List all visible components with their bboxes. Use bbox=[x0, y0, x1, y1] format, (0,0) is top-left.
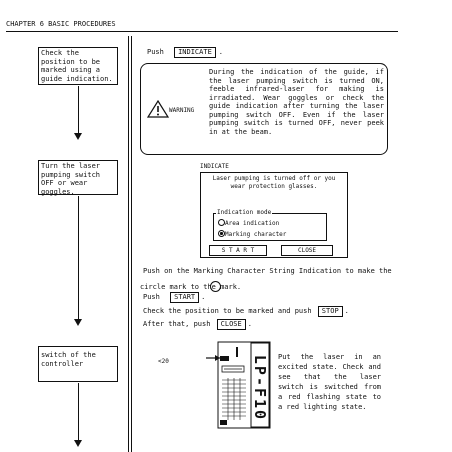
push-start-line: Push START. bbox=[143, 292, 206, 303]
step-box-laser-off: Turn the laser pumping switch OFF or wea… bbox=[38, 160, 118, 196]
flow-line bbox=[78, 383, 79, 441]
warning-icon bbox=[146, 99, 170, 122]
push-stop-line: Check the position to be marked and push… bbox=[143, 306, 349, 317]
column-divider bbox=[128, 36, 129, 452]
dialog-close-button[interactable]: CLOSE bbox=[281, 245, 333, 256]
step3-description: Put the laser in an excited state. Check… bbox=[278, 353, 381, 411]
device-text: LP-F10 bbox=[251, 354, 269, 422]
indication-mode-group: Indication mode Area indication Marking … bbox=[213, 209, 327, 241]
controller-device-figure: LP-F10 bbox=[206, 340, 278, 436]
dialog-start-button[interactable]: S T A R T bbox=[209, 245, 267, 256]
column-divider-inner bbox=[131, 36, 132, 452]
arrow-down-icon bbox=[74, 319, 82, 326]
start-button[interactable]: START bbox=[170, 292, 200, 303]
step-label: Check the position to be marked using a … bbox=[41, 49, 113, 83]
step-label: Turn the laser pumping switch OFF or wea… bbox=[41, 162, 101, 196]
circle-mark-icon bbox=[210, 281, 221, 292]
step-label: switch of the controller bbox=[41, 351, 96, 368]
arrow-down-icon bbox=[74, 440, 82, 447]
push-close-line: After that, push CLOSE. bbox=[143, 319, 252, 330]
push-indicate-line: Push INDICATE. bbox=[147, 47, 224, 58]
indication-mode-title: Indication mode bbox=[216, 209, 273, 217]
marking-string-instruction: Push on the Marking Character String Ind… bbox=[143, 267, 392, 275]
flow-line bbox=[78, 86, 79, 134]
dialog-caption: INDICATE bbox=[200, 163, 229, 170]
warning-label: WARNING bbox=[169, 107, 195, 114]
dialog-message: Laser pumping is turned off or you wear … bbox=[212, 175, 336, 190]
warning-box: WARNING During the indication of the gui… bbox=[140, 63, 388, 155]
step-box-check-position: Check the position to be marked using a … bbox=[38, 47, 118, 85]
warning-text: During the indication of the guide, if t… bbox=[209, 68, 384, 136]
step-box-controller-switch: switch of the controller bbox=[38, 346, 118, 382]
stop-button[interactable]: STOP bbox=[317, 306, 343, 317]
option-area-indication[interactable]: Area indication bbox=[218, 219, 279, 228]
option-marking-character[interactable]: Marking character bbox=[218, 230, 286, 239]
flow-line bbox=[78, 196, 79, 320]
indicate-dialog: Laser pumping is turned off or you wear … bbox=[200, 172, 348, 258]
chapter-header: CHAPTER 6 BASIC PROCEDURES bbox=[6, 20, 116, 28]
figure-label: <20 bbox=[158, 358, 169, 365]
circle-mark-instruction: circle mark to the mark. bbox=[140, 283, 242, 291]
radio-selected-icon[interactable] bbox=[218, 230, 225, 237]
close-button[interactable]: CLOSE bbox=[216, 319, 246, 330]
header-rule bbox=[6, 31, 398, 32]
indicate-button[interactable]: INDICATE bbox=[174, 47, 216, 58]
arrow-down-icon bbox=[74, 133, 82, 140]
radio-unselected-icon[interactable] bbox=[218, 219, 225, 226]
